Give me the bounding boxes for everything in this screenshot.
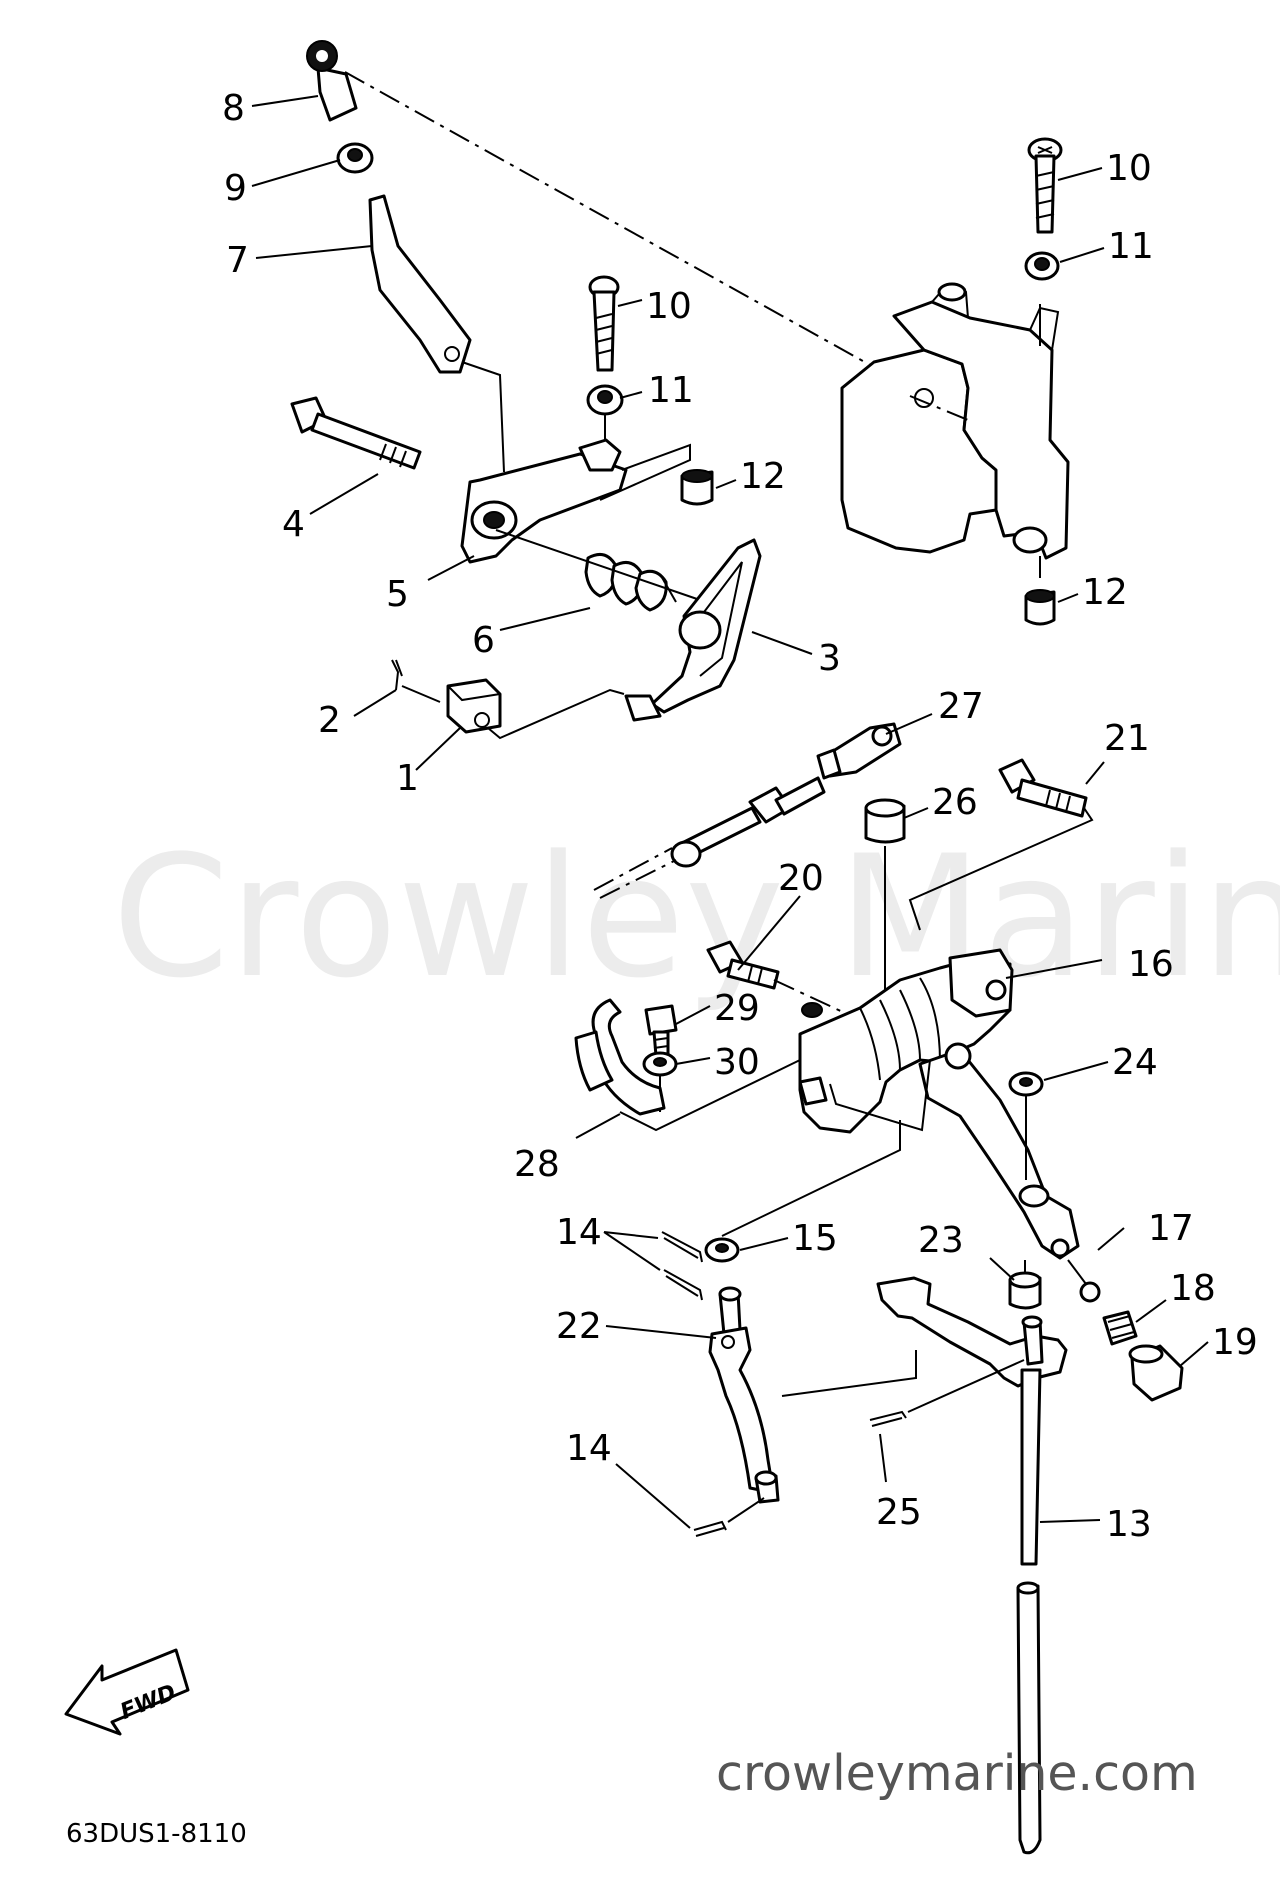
- callout-9: 9: [224, 168, 247, 209]
- callout-27: 27: [938, 686, 984, 727]
- part-15-washer: [704, 1120, 901, 1263]
- callout-28: 28: [514, 1144, 560, 1185]
- part-10-screw-right: [1027, 137, 1063, 234]
- part-24-washer: [1008, 1071, 1044, 1180]
- callout-29: 29: [714, 988, 760, 1029]
- part-6-spring: [495, 529, 701, 612]
- part-22-shift-arm: [708, 1286, 917, 1504]
- part-23-collar: [1008, 1260, 1042, 1310]
- callout-16: 16: [1128, 944, 1174, 985]
- callout-8: 8: [222, 88, 245, 129]
- callout-10-right: 10: [1106, 148, 1152, 189]
- diagram-code: 63DUS1-8110: [66, 1819, 247, 1849]
- part-19-plug: [1128, 1344, 1184, 1402]
- shift-cable: [593, 776, 826, 899]
- callout-4: 4: [282, 504, 305, 545]
- callout-labels: 8 9 7 10 11 10 11 12 12 4 5 6 3 2 1 27 2…: [222, 88, 1258, 1545]
- part-11-nut-left: [586, 384, 624, 448]
- callout-13: 13: [1106, 1504, 1152, 1545]
- callout-20: 20: [778, 858, 824, 899]
- part-20-bolt: [706, 940, 947, 1061]
- callout-18: 18: [1170, 1268, 1216, 1309]
- part-27-joint: [816, 722, 902, 780]
- throttle-body: [840, 282, 1070, 578]
- part-12-grommet-left: [680, 469, 714, 506]
- callout-1: 1: [396, 758, 419, 799]
- callout-25: 25: [876, 1492, 922, 1533]
- assembly-line-8: [344, 71, 871, 366]
- callout-2: 2: [318, 700, 341, 741]
- callout-15: 15: [792, 1218, 838, 1259]
- callout-22: 22: [556, 1306, 602, 1347]
- part-14-pins-upper: [661, 1231, 703, 1301]
- part-2-cotter-pin: [391, 659, 441, 703]
- callout-19: 19: [1212, 1322, 1258, 1363]
- part-4-bolt: [290, 396, 422, 470]
- part-16-bracket: [798, 948, 1080, 1260]
- fwd-arrow: FWD: [64, 1648, 190, 1736]
- callout-26: 26: [932, 782, 978, 823]
- callout-12-right: 12: [1082, 572, 1128, 613]
- callout-6: 6: [472, 620, 495, 661]
- callout-23: 23: [918, 1220, 964, 1261]
- callout-10-left: 10: [646, 286, 692, 327]
- part-25-pin: [869, 1359, 1025, 1427]
- part-8-clip: [306, 40, 358, 122]
- website-text: crowleymarine.com: [716, 1745, 1198, 1802]
- part-17-ball: [1079, 1281, 1101, 1303]
- callout-11-left: 11: [648, 370, 694, 411]
- callout-5: 5: [386, 574, 409, 615]
- part-26-collar: [864, 798, 906, 1002]
- callout-14-upper: 14: [556, 1212, 602, 1253]
- callout-14-lower: 14: [566, 1428, 612, 1469]
- callout-17: 17: [1148, 1208, 1194, 1249]
- part-12-grommet-right: [1024, 589, 1056, 626]
- callout-30: 30: [714, 1042, 760, 1083]
- part-9-nut: [336, 142, 374, 174]
- part-13-shift-rod: [1016, 1368, 1101, 1855]
- callout-3: 3: [818, 638, 841, 679]
- part-29-bolt: [644, 1004, 678, 1058]
- part-5-lever: [460, 438, 691, 564]
- callout-11-right: 11: [1108, 226, 1154, 267]
- callout-12-left: 12: [740, 456, 786, 497]
- part-14-pin-lower: [693, 1497, 765, 1537]
- callout-21: 21: [1104, 718, 1150, 759]
- detent-plate: [876, 1276, 1068, 1388]
- callout-24: 24: [1112, 1042, 1158, 1083]
- part-21-bolt: [908, 758, 1094, 931]
- part-18-spring: [1102, 1310, 1138, 1346]
- callout-7: 7: [226, 240, 249, 281]
- part-7-link-rod: [368, 194, 505, 473]
- part-10-screw-left: [588, 275, 620, 372]
- part-1-block: [446, 678, 625, 740]
- part-11-nut-right: [1024, 251, 1060, 281]
- callout-leaders: [251, 95, 1209, 1529]
- part-28-clamp: [574, 998, 801, 1132]
- part-3-cam-plate: [624, 538, 762, 722]
